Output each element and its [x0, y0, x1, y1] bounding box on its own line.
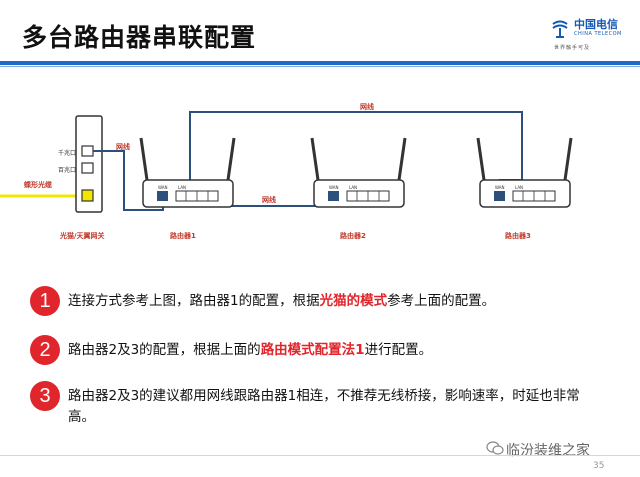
item-1-text-post: 参考上面的配置。	[387, 293, 496, 309]
network-diagram: 蝶形光缆 千兆口 百兆口 网线 网线 网线 光猫/天翼网关 WAN LAN WA…	[0, 90, 640, 260]
router-3	[476, 137, 573, 208]
router-3-lan-label: LAN	[515, 185, 524, 190]
router-1-antenna-left	[139, 137, 149, 181]
item-2-number: 2	[30, 335, 60, 365]
footer-divider	[0, 455, 640, 456]
china-telecom-logo: 中国电信 CHINA TELECOM 世界触手可及	[550, 14, 630, 56]
item-2-text-pre: 路由器2及3的配置，根据上面的	[68, 342, 261, 358]
router-1	[139, 137, 236, 208]
china-telecom-logo-icon	[552, 20, 568, 38]
router-2	[310, 137, 407, 208]
router-3-wan-port	[494, 191, 505, 201]
header-divider-thin	[0, 66, 640, 67]
page-title: 多台路由器串联配置	[22, 23, 257, 52]
network-diagram-svg	[0, 111, 573, 213]
modem-port-fiber	[81, 189, 94, 202]
cable-label-top: 网线	[360, 103, 374, 111]
item-2-text-post: 进行配置。	[364, 342, 433, 358]
router-2-label: 路由器2	[340, 232, 366, 240]
page-number: 35	[593, 461, 605, 471]
port-fast-label: 百兆口	[58, 167, 77, 174]
header-divider	[0, 61, 640, 65]
port-gigabit-label: 千兆口	[58, 150, 77, 157]
router-1-lan-label: LAN	[178, 185, 187, 190]
modem-port-fast	[81, 162, 94, 174]
router-1-wan-label: WAN	[158, 185, 168, 190]
item-3-number: 3	[30, 381, 60, 411]
router-2-wan-label: WAN	[329, 185, 339, 190]
router-3-label: 路由器3	[505, 232, 531, 240]
wechat-icon	[486, 441, 504, 455]
router-1-wan-port	[157, 191, 168, 201]
watermark-text: 临汾装维之家	[506, 443, 590, 459]
item-1-text-pre: 连接方式参考上图，路由器1的配置，根据	[68, 293, 320, 309]
router-2-antenna-left	[310, 137, 320, 181]
logo-name-en: CHINA TELECOM	[574, 31, 622, 37]
modem-label: 光猫/天翼网关	[60, 232, 105, 240]
router-2-lan-label: LAN	[349, 185, 358, 190]
fiber-label: 蝶形光缆	[24, 181, 52, 189]
router-3-antenna-right	[563, 137, 573, 181]
item-2-text: 路由器2及3的配置，根据上面的路由模式配置法1进行配置。	[68, 340, 588, 361]
item-2-highlight: 路由模式配置法1	[260, 342, 365, 358]
item-1-highlight: 光猫的模式	[319, 293, 388, 309]
item-1-text: 连接方式参考上图，路由器1的配置，根据光猫的模式参考上面的配置。	[68, 291, 588, 312]
router-2-antenna-right	[397, 137, 407, 181]
router-2-wan-port	[328, 191, 339, 201]
modem-port-gigabit	[81, 145, 94, 157]
cable-label-mid: 网线	[262, 196, 276, 204]
item-1-number: 1	[30, 286, 60, 316]
item-3-text: 路由器2及3的建议都用网线跟路由器1相连，不推荐无线桥接，影响速率，时延也非常高…	[68, 388, 580, 425]
router-1-antenna-right	[226, 137, 236, 181]
cable-label-left: 网线	[116, 143, 130, 151]
logo-name-cn: 中国电信	[574, 18, 618, 31]
logo-slogan: 世界触手可及	[554, 45, 591, 51]
router-3-antenna-left	[476, 137, 486, 181]
router-1-label: 路由器1	[170, 232, 196, 240]
router-3-wan-label: WAN	[495, 185, 505, 190]
